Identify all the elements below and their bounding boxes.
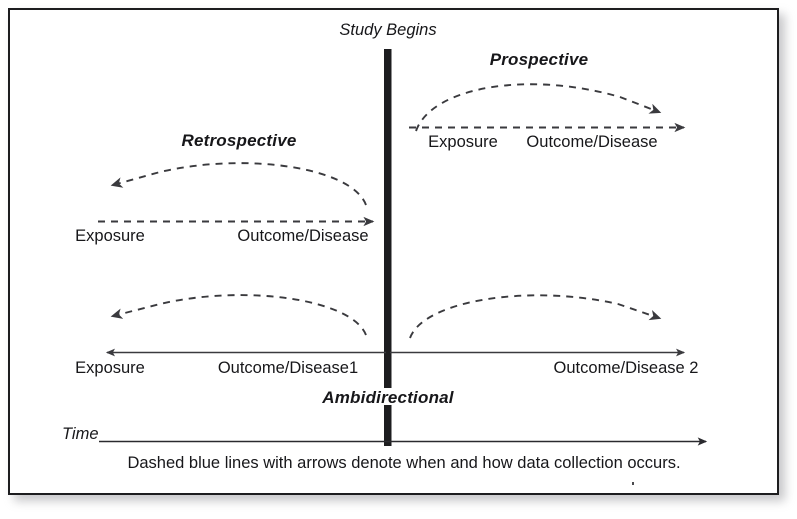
retrospective-arc-arrow <box>110 162 367 206</box>
ambidirectional-outcome1-label: Outcome/Disease1 <box>217 359 359 377</box>
ambidirectional-group <box>105 294 686 357</box>
time-axis-label: Time <box>62 425 99 443</box>
study-begins-label: Study Begins <box>339 21 437 39</box>
prospective-group <box>409 83 686 133</box>
prospective-arc-arrow <box>415 83 662 132</box>
ambidirectional-title: Ambidirectional <box>322 388 454 407</box>
ambidirectional-right-arc-arrow <box>409 294 662 339</box>
ambidirectional-left-arc-arrow <box>110 294 367 336</box>
prospective-exposure-label: Exposure <box>428 133 498 151</box>
retrospective-group <box>98 162 375 227</box>
retrospective-title: Retrospective <box>181 131 297 150</box>
retrospective-exposure-label: Exposure <box>75 227 145 245</box>
study-begins-vertical-bar <box>384 49 392 446</box>
ambidirectional-exposure-label: Exposure <box>75 359 145 377</box>
ambidirectional-outcome2-label: Outcome/Disease 2 <box>553 359 699 377</box>
scan-artifact-speck <box>632 482 634 485</box>
figure-panel-border <box>8 8 779 495</box>
prospective-outcome-label: Outcome/Disease <box>526 133 658 151</box>
retrospective-outcome-label: Outcome/Disease <box>237 227 369 245</box>
prospective-title: Prospective <box>489 50 589 69</box>
figure-caption: Dashed blue lines with arrows denote whe… <box>127 454 681 472</box>
